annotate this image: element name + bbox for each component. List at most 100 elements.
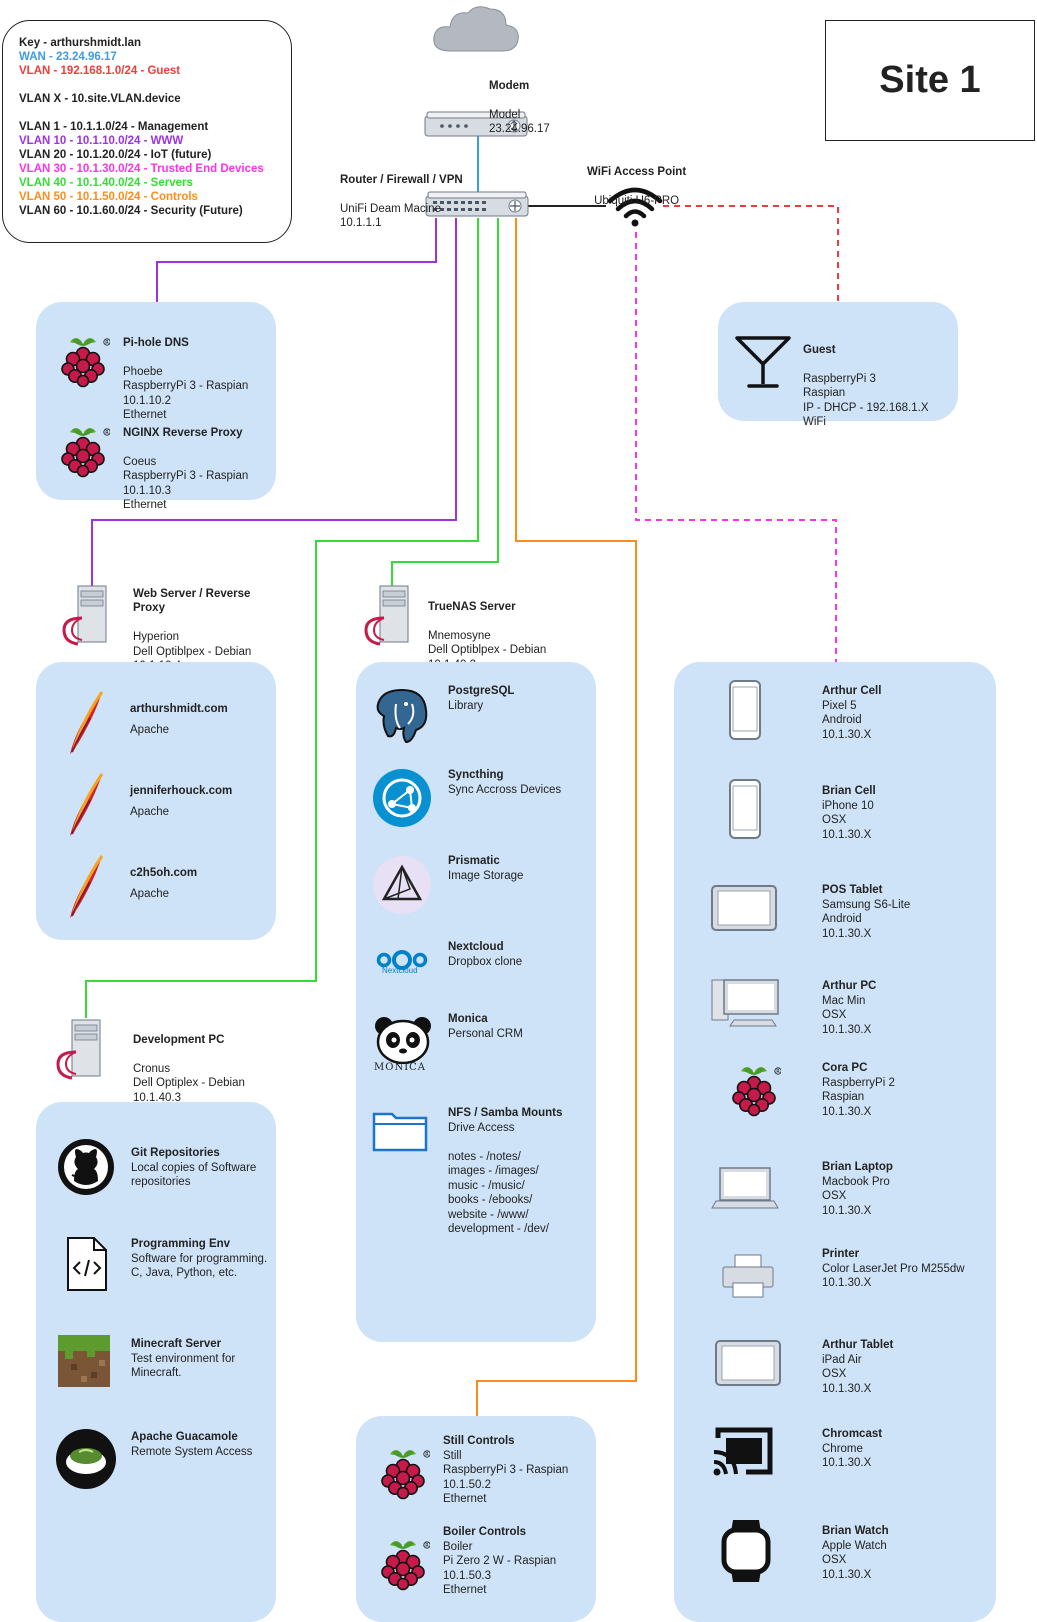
nas-service-item-details: Image Storage xyxy=(448,869,524,882)
code-file-icon xyxy=(64,1236,110,1297)
minecraft-icon xyxy=(57,1334,111,1393)
website-item-details: Apache xyxy=(130,887,170,900)
modem-icon xyxy=(424,111,528,137)
guest-panel xyxy=(718,302,958,421)
guest-label: Guest RaspberryPi 3 Raspian IP - DHCP - … xyxy=(803,328,929,444)
device-item-title: Printer xyxy=(822,1248,860,1260)
wifi-icon xyxy=(607,187,663,227)
control-item-details: Still RaspberryPi 3 - Raspian 10.1.50.2 … xyxy=(443,1449,569,1506)
device-item-details: iPad Air OSX 10.1.30.X xyxy=(822,1353,872,1395)
dev-pc-tower-icon xyxy=(54,1018,102,1085)
svg-text:R: R xyxy=(425,1543,429,1549)
guest-details: RaspberryPi 3 Raspian IP - DHCP - 192.16… xyxy=(803,372,929,429)
pihole-label: Pi-hole DNS Phoebe RaspberryPi 3 - Raspi… xyxy=(123,321,248,437)
nas-service-item-details: Sync Accross Devices xyxy=(448,783,562,796)
syncthing-icon xyxy=(372,768,432,833)
nginx-title: NGINX Reverse Proxy xyxy=(123,426,243,439)
apache-feather-icon xyxy=(64,852,106,925)
desktop-pc-icon xyxy=(710,976,780,1033)
device-item-details: Chrome 10.1.30.X xyxy=(822,1442,872,1470)
nas-service-item-title: Monica xyxy=(448,1013,488,1025)
legend-line: VLAN 60 - 10.1.60.0/24 - Security (Futur… xyxy=(19,205,243,217)
raspberry-pi-icon: R xyxy=(727,1061,782,1122)
device-item-details: Macbook Pro OSX 10.1.30.X xyxy=(822,1175,890,1217)
cloud-icon xyxy=(433,6,519,52)
control-item-details: Boiler Pi Zero 2 W - Raspian 10.1.50.3 E… xyxy=(443,1540,557,1597)
nextcloud-icon: Nextcloud xyxy=(372,942,432,997)
legend-line: WAN - 23.24.96.17 xyxy=(19,51,117,63)
cast-icon xyxy=(712,1424,776,1483)
legend-line: VLAN 50 - 10.1.50.0/24 - Controls xyxy=(19,191,198,203)
dev-service-item-details: Remote System Access xyxy=(131,1445,253,1458)
website-item-title: arthurshmidt.com xyxy=(130,703,228,715)
nas-service-item-title: PostgreSQL xyxy=(448,685,515,697)
device-item-details: Color LaserJet Pro M255dw 10.1.30.X xyxy=(822,1262,965,1290)
nas-services-panel xyxy=(356,662,596,1342)
nas-service-item-details: Library xyxy=(448,699,484,712)
modem-label: Modem Model 23.24.96.17 xyxy=(489,64,550,151)
device-item-title: Arthur Cell xyxy=(822,685,882,697)
trusted-wire xyxy=(635,232,837,662)
website-item-title: jenniferhouck.com xyxy=(130,785,233,797)
pihole-details: Phoebe RaspberryPi 3 - Raspian 10.1.10.2… xyxy=(123,365,249,422)
device-item-title: Brian Cell xyxy=(822,785,876,797)
modem-details: Model 23.24.96.17 xyxy=(489,108,550,136)
modem-title: Modem xyxy=(489,79,530,92)
dev-service-item-title: Git Repositories xyxy=(131,1147,220,1159)
dev-service-item-title: Programming Env xyxy=(131,1238,231,1250)
nginx-details: Coeus RaspberryPi 3 - Raspian 10.1.10.3 … xyxy=(123,455,249,512)
pihole-title: Pi-hole DNS xyxy=(123,336,189,349)
control-item-title: Boiler Controls xyxy=(443,1526,527,1538)
device-item-details: Pixel 5 Android 10.1.30.X xyxy=(822,699,872,741)
control-item-title: Still Controls xyxy=(443,1435,515,1447)
device-item-title: Arthur Tablet xyxy=(822,1339,894,1351)
website-item-details: Apache xyxy=(130,723,170,736)
nas-service-item: PostgreSQL Library xyxy=(448,684,514,713)
dev-service-item-title: Apache Guacamole xyxy=(131,1431,238,1443)
nas-service-item-title: Nextcloud xyxy=(448,941,504,953)
device-item-details: iPhone 10 OSX 10.1.30.X xyxy=(822,799,874,841)
guacamole-icon xyxy=(55,1428,117,1495)
svg-text:R: R xyxy=(425,1452,429,1458)
dev-service-item-title: Minecraft Server xyxy=(131,1338,222,1350)
svg-text:R: R xyxy=(105,340,109,346)
raspberry-pi-icon: R xyxy=(56,332,111,393)
controls-wire xyxy=(476,218,637,1416)
svg-text:R: R xyxy=(105,430,109,436)
servers-wire-devpc xyxy=(85,218,479,1018)
legend-line: VLAN X - 10.site.VLAN.device xyxy=(19,93,181,105)
device-item-title: Arthur PC xyxy=(822,980,877,992)
legend-line: VLAN 40 - 10.1.40.0/24 - Servers xyxy=(19,177,193,189)
monica-logo-text: MONICA xyxy=(374,1062,427,1073)
folder-icon xyxy=(372,1108,428,1157)
nginx-label: NGINX Reverse Proxy Coeus RaspberryPi 3 … xyxy=(123,411,248,527)
guest-title: Guest xyxy=(803,343,836,356)
legend-line: VLAN 10 - 10.1.10.0/24 - WWW xyxy=(19,135,184,147)
nas-service-item-details: Drive Access notes - /notes/ images - /i… xyxy=(448,1121,550,1236)
nas-service-item-title: NFS / Samba Mounts xyxy=(448,1107,563,1119)
device-item-title: Chromcast xyxy=(822,1428,883,1440)
device-item-title: POS Tablet xyxy=(822,884,883,896)
guest-wire xyxy=(663,205,839,302)
truenas-tower-icon xyxy=(362,584,410,651)
monica-icon: MONICA xyxy=(372,1016,434,1073)
nas-service-item-details: Personal CRM xyxy=(448,1027,523,1040)
wifi-details: Ubiquiti U6-PRO xyxy=(594,194,680,207)
